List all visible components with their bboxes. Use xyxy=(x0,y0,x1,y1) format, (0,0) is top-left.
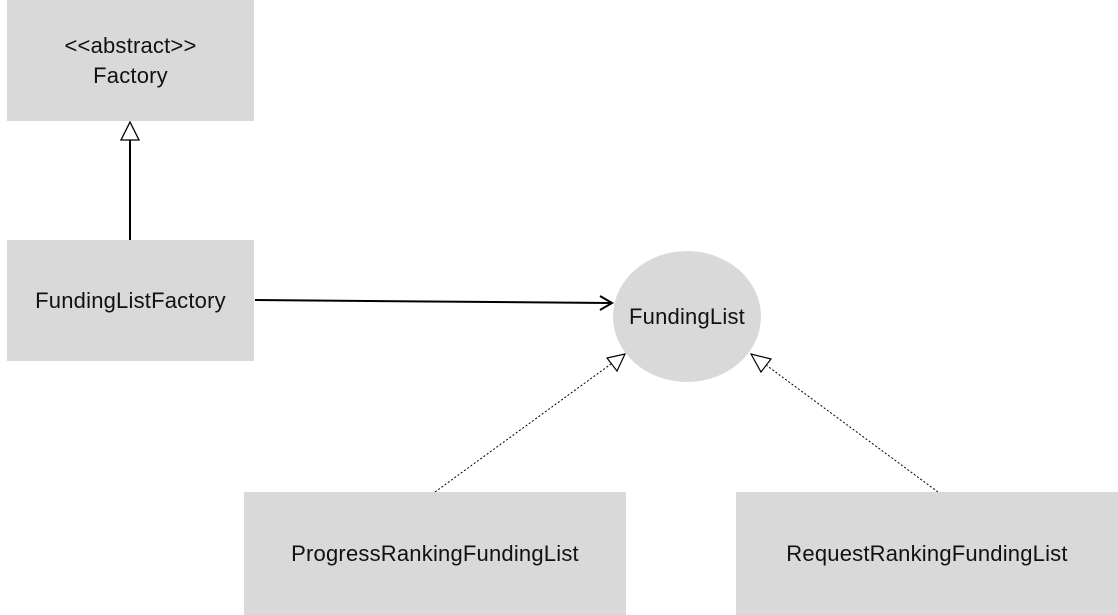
progress-ranking-funding-list-name: ProgressRankingFundingList xyxy=(291,540,579,566)
request-ranking-funding-list-class-box[interactable]: RequestRankingFundingList xyxy=(736,492,1118,615)
inheritance-arrowhead xyxy=(119,120,141,141)
funding-list-interface-ellipse[interactable]: FundingList xyxy=(613,251,761,382)
progress-ranking-funding-list-class-box[interactable]: ProgressRankingFundingList xyxy=(244,492,626,615)
factory-class-box[interactable]: <<abstract>> Factory xyxy=(7,0,254,121)
factory-stereotype: <<abstract>> xyxy=(64,32,197,58)
realization-line-request xyxy=(765,364,939,493)
realization-arrowhead-progress xyxy=(605,353,627,373)
funding-list-factory-class-box[interactable]: FundingListFactory xyxy=(7,240,254,361)
funding-list-factory-name: FundingListFactory xyxy=(35,287,226,313)
realization-arrowhead-request xyxy=(749,353,773,374)
association-arrowhead xyxy=(599,295,614,311)
association-line xyxy=(254,299,611,304)
realization-line-progress xyxy=(434,363,612,493)
funding-list-name: FundingList xyxy=(629,303,745,329)
factory-name: Factory xyxy=(93,62,168,88)
request-ranking-funding-list-name: RequestRankingFundingList xyxy=(786,540,1068,566)
